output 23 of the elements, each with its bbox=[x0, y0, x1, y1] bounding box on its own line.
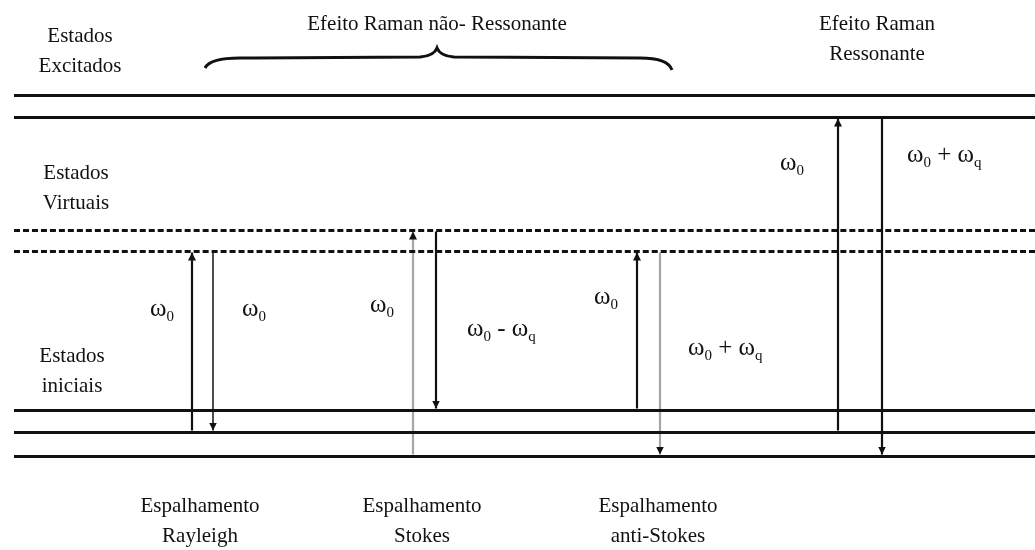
scattering-label: Espalhamento Stokes bbox=[361, 492, 483, 549]
heading: Efeito Raman não- Ressonante bbox=[306, 10, 568, 37]
heading: Efeito Raman Ressonante bbox=[817, 10, 936, 67]
transition-arrow bbox=[188, 252, 196, 431]
state-label: Estados Virtuais bbox=[41, 159, 111, 216]
scattering-label: Espalhamento Rayleigh bbox=[139, 492, 261, 549]
transition-arrow bbox=[633, 252, 641, 409]
transition-arrow bbox=[432, 231, 440, 409]
transition-arrow bbox=[409, 231, 417, 455]
scattering-label: Espalhamento anti-Stokes bbox=[597, 492, 719, 549]
energy-level-line bbox=[14, 408, 1035, 412]
transition-arrow bbox=[834, 118, 842, 431]
energy-level-line bbox=[14, 115, 1035, 119]
energy-level-line bbox=[14, 93, 1035, 97]
energy-level-line bbox=[14, 430, 1035, 434]
transition-arrow bbox=[878, 118, 886, 455]
energy-level-line bbox=[14, 454, 1035, 458]
transition-arrow bbox=[209, 251, 217, 432]
state-label: Estados iniciais bbox=[38, 342, 106, 399]
virtual-level-line bbox=[14, 249, 1035, 253]
state-label: Estados Excitados bbox=[37, 22, 123, 79]
transition-arrow bbox=[656, 252, 664, 455]
virtual-level-line bbox=[14, 228, 1035, 232]
